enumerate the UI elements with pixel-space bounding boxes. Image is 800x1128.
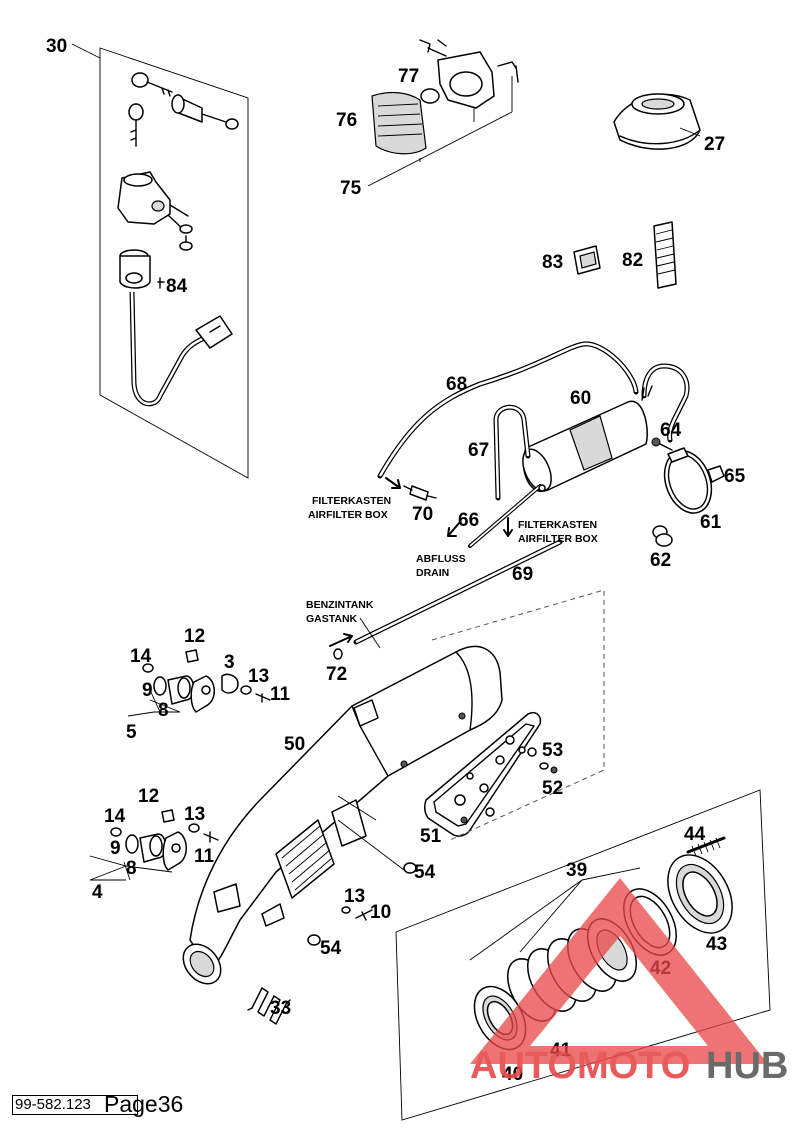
turn-signal-assembly [367, 39, 519, 187]
callout-labels: 30 84 77 76 75 27 83 82 68 60 67 64 65 7… [46, 36, 746, 1085]
fuel-hose-system [329, 341, 725, 660]
callout-54-lower: 54 [320, 938, 342, 959]
leader-30 [71, 43, 101, 59]
callout-68: 68 [446, 374, 467, 395]
lock-housing [117, 171, 193, 251]
callout-64: 64 [660, 420, 682, 441]
key-part [131, 72, 173, 97]
callout-9-lower: 9 [110, 838, 121, 859]
callout-12-upper: 12 [184, 626, 205, 647]
ignition-panel-outline [99, 47, 249, 479]
hose-clamp-61 [663, 447, 713, 514]
callout-10: 10 [370, 902, 391, 923]
callout-76: 76 [336, 110, 357, 131]
screw-64 [651, 437, 673, 451]
diagram-notes: FILTERKASTEN AIRFILTER BOX FILTERKASTEN … [306, 495, 598, 625]
callout-13-lower: 13 [184, 804, 205, 825]
note-filterkasten-2: FILTERKASTEN [518, 519, 597, 531]
nipple-70 [403, 485, 437, 501]
callout-67: 67 [468, 440, 489, 461]
diagram-frames [89, 589, 771, 1121]
nut-65 [707, 465, 725, 483]
mount-kit-lower [110, 809, 219, 871]
callout-52: 52 [542, 778, 563, 799]
callout-83: 83 [542, 252, 563, 273]
leader-75 [367, 111, 513, 187]
lock-cylinder [171, 94, 239, 130]
cap-62 [652, 525, 673, 547]
watermark-text-hub: HUB [706, 1045, 788, 1087]
callout-69: 69 [512, 564, 533, 585]
note-filterkasten-1: FILTERKASTEN [312, 495, 391, 507]
spring-33 [247, 987, 291, 1025]
callout-62: 62 [650, 550, 671, 571]
note-drain: DRAIN [416, 567, 449, 579]
heat-shield-plate-51 [423, 712, 542, 837]
note-airfilter-1: AIRFILTER BOX [308, 509, 388, 521]
callout-14-lower: 14 [104, 806, 126, 827]
note-airfilter-2: AIRFILTER BOX [518, 533, 598, 545]
callout-51: 51 [420, 826, 442, 847]
turn-signal-lens [371, 91, 427, 155]
watermark-text-automoto: AUTOMOTO [470, 1045, 690, 1087]
callout-53: 53 [542, 740, 563, 761]
callout-11-lower: 11 [194, 846, 215, 867]
fuel-canister-60 [522, 385, 653, 493]
mount-kit-upper [142, 649, 271, 713]
callout-9-upper: 9 [142, 680, 153, 701]
callout-12-lower: 12 [138, 786, 159, 807]
clip-72 [333, 648, 343, 660]
ignition-lock-group [71, 43, 249, 479]
callout-82: 82 [622, 250, 643, 271]
callout-43: 43 [706, 934, 727, 955]
callout-3: 3 [224, 652, 235, 673]
callout-27: 27 [704, 134, 725, 155]
callout-50: 50 [284, 734, 305, 755]
key-part-2 [128, 103, 144, 147]
exhaust-silencer-50 [182, 645, 503, 985]
callout-4: 4 [92, 882, 103, 903]
callout-30: 30 [46, 36, 67, 57]
callout-72: 72 [326, 664, 347, 685]
callout-77: 77 [398, 66, 419, 87]
callout-14-upper: 14 [130, 646, 152, 667]
callout-8-lower: 8 [126, 858, 137, 879]
small-fasteners [307, 747, 558, 946]
filter-strip-82 [653, 221, 677, 289]
rubber-cap-27 [613, 93, 701, 150]
watermark-triangle [470, 878, 768, 1064]
callout-13-bottom: 13 [344, 886, 365, 907]
ignition-switch [119, 249, 233, 407]
callout-44: 44 [684, 824, 706, 845]
callout-8-upper: 8 [158, 700, 169, 721]
callout-54-upper: 54 [414, 862, 436, 883]
callout-70: 70 [412, 504, 433, 525]
callout-13-upper: 13 [248, 666, 269, 687]
callout-65: 65 [724, 466, 746, 487]
callout-84: 84 [166, 276, 188, 297]
note-gastank: GASTANK [306, 613, 358, 625]
callout-39: 39 [566, 860, 587, 881]
document-number: 99-582.123 [12, 1095, 138, 1115]
callout-33: 33 [270, 998, 291, 1019]
callout-61: 61 [700, 512, 722, 533]
callout-66: 66 [458, 510, 479, 531]
watermark-logo: AUTOMOTO HUB [470, 878, 788, 1087]
callout-75: 75 [340, 178, 362, 199]
callout-40: 40 [502, 1064, 523, 1085]
callout-60: 60 [570, 388, 591, 409]
end-cap-43 [667, 854, 733, 934]
small-filter-83 [573, 245, 601, 275]
rod-44 [686, 836, 726, 857]
callout-5: 5 [126, 722, 137, 743]
note-benzintank: BENZINTANK [306, 599, 374, 611]
turn-signal-bulb [420, 88, 440, 104]
note-abfluss: ABFLUSS [416, 553, 466, 565]
callout-11-upper: 11 [270, 684, 291, 705]
page-label: Page36 [104, 1091, 184, 1117]
